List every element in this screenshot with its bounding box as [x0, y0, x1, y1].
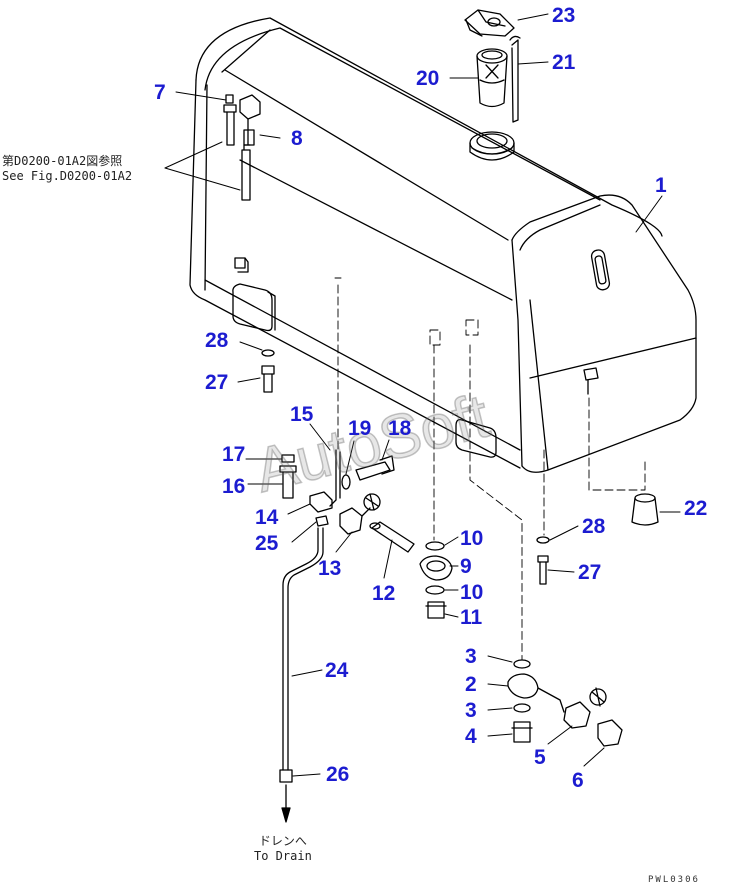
filler-cap-assembly [464, 9, 521, 123]
see-figure-jp: 第D0200-01A2図参照 [2, 154, 123, 168]
callout-26: 26 [326, 763, 350, 786]
callout-25: 25 [255, 532, 279, 555]
misc-fittings [536, 367, 659, 585]
drain-note: ドレンへ To Drain [254, 834, 312, 864]
callout-27: 27 [205, 371, 229, 394]
drain-jp: ドレンへ [258, 834, 307, 848]
callout-7: 7 [154, 81, 166, 104]
callout-17: 17 [222, 443, 246, 466]
callout-23: 23 [552, 4, 576, 27]
callout-5: 5 [534, 746, 546, 769]
callout-28: 28 [205, 329, 229, 352]
callout-3: 3 [465, 699, 477, 722]
callout-11: 11 [460, 606, 483, 629]
callout-16: 16 [222, 475, 246, 498]
callout-27: 27 [578, 561, 602, 584]
callout-28: 28 [582, 515, 606, 538]
callout-10: 10 [460, 581, 484, 604]
callout-20: 20 [416, 67, 440, 90]
callout-2: 2 [465, 673, 477, 696]
callout-8: 8 [291, 127, 303, 150]
callout-3: 3 [465, 645, 477, 668]
callout-12: 12 [372, 582, 396, 605]
callout-13: 13 [318, 557, 342, 580]
center-lines [334, 277, 646, 661]
callout-22: 22 [684, 497, 708, 520]
see-figure-en: See Fig.D0200-01A2 [2, 169, 133, 183]
drain-valve-assembly [261, 349, 453, 823]
figure-code: PWL0306 [648, 875, 700, 885]
callout-21: 21 [552, 51, 576, 74]
drain-en: To Drain [254, 849, 312, 863]
breather-fittings [223, 94, 261, 201]
callout-1: 1 [655, 174, 667, 197]
sub-drain-assembly [507, 659, 623, 747]
callout-24: 24 [325, 659, 349, 682]
callout-4: 4 [465, 725, 477, 748]
see-figure-note: 第D0200-01A2図参照 See Fig.D0200-01A2 [2, 154, 132, 184]
callout-10: 10 [460, 527, 484, 550]
callout-18: 18 [388, 417, 412, 440]
callout-19: 19 [348, 417, 372, 440]
callout-15: 15 [290, 403, 314, 426]
fuel-tank [189, 17, 697, 473]
leader-lines [164, 13, 681, 777]
callout-6: 6 [572, 769, 584, 792]
callout-14: 14 [255, 506, 279, 529]
callout-9: 9 [460, 555, 472, 578]
